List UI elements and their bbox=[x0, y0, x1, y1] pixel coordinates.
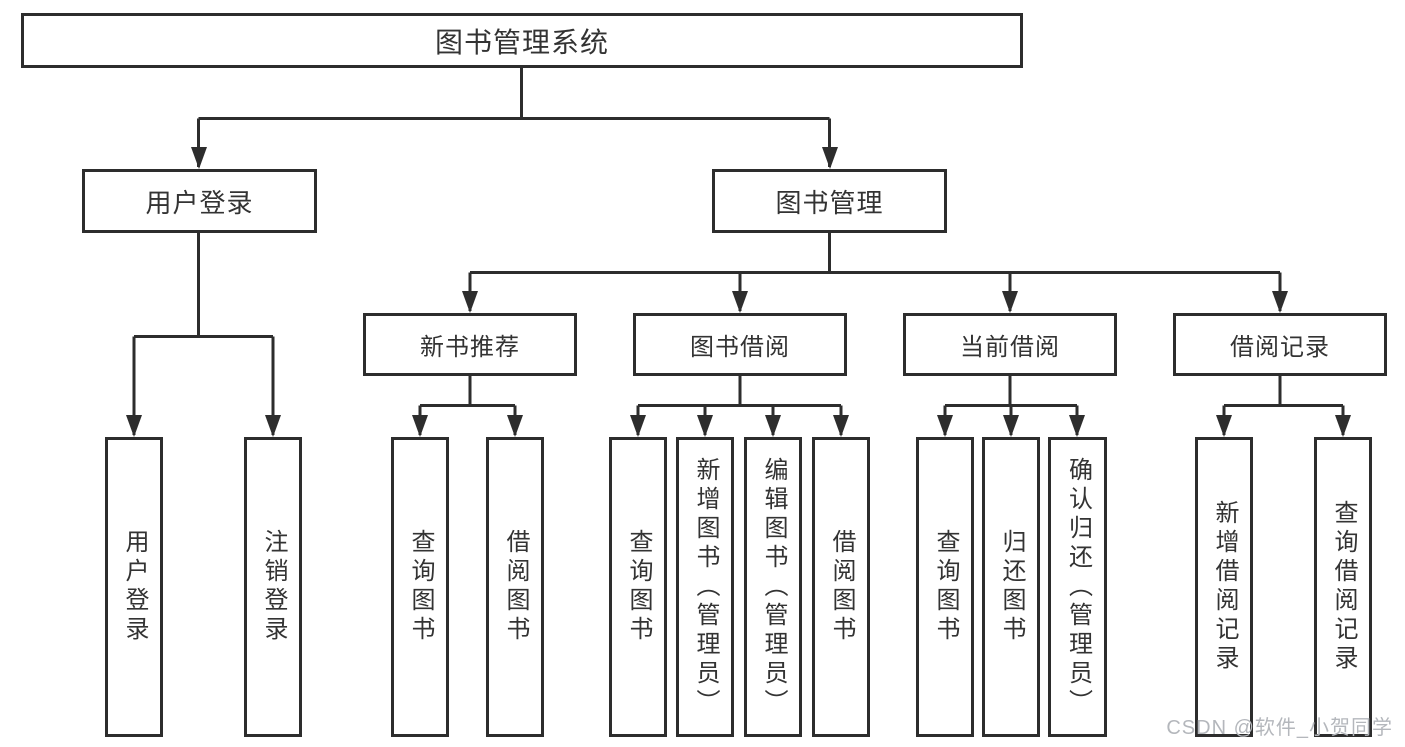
node-user-login: 用户登录 bbox=[82, 169, 317, 233]
connector-line bbox=[636, 376, 843, 435]
node-book-management: 图书管理 bbox=[712, 169, 947, 233]
node-label: 查询图书 bbox=[407, 529, 434, 645]
node-label: 归还图书 bbox=[998, 529, 1025, 645]
leaf-query-books-borrow: 查询图书 bbox=[609, 437, 667, 737]
node-label: 注销登录 bbox=[260, 529, 287, 645]
node-label: 查询图书 bbox=[932, 529, 959, 645]
leaf-confirm-return-admin: 确认归还（管理员） bbox=[1048, 437, 1107, 737]
node-label: 查询借阅记录 bbox=[1330, 500, 1357, 674]
leaf-return-books: 归还图书 bbox=[982, 437, 1040, 737]
arrow-down-icon bbox=[1069, 415, 1085, 437]
node-label: 图书管理 bbox=[775, 187, 884, 218]
node-label: 查询图书 bbox=[625, 529, 652, 645]
arrow-down-icon bbox=[833, 415, 849, 437]
leaf-user-login: 用户登录 bbox=[105, 437, 163, 737]
arrow-down-icon bbox=[765, 415, 781, 437]
leaf-borrow-books-recommend: 借阅图书 bbox=[486, 437, 544, 737]
node-label: 借阅记录 bbox=[1230, 334, 1330, 361]
node-label: 借阅图书 bbox=[502, 529, 529, 645]
node-borrow-records: 借阅记录 bbox=[1173, 313, 1387, 376]
node-new-book-recommend: 新书推荐 bbox=[363, 313, 577, 376]
node-label: 借阅图书 bbox=[828, 529, 855, 645]
leaf-logout: 注销登录 bbox=[244, 437, 302, 737]
arrow-down-icon bbox=[822, 147, 838, 169]
node-label: 图书借阅 bbox=[690, 334, 790, 361]
leaf-query-books-recommend: 查询图书 bbox=[391, 437, 449, 737]
node-label: 编辑图书（管理员） bbox=[760, 456, 787, 718]
node-label: 当前借阅 bbox=[960, 334, 1060, 361]
arrow-down-icon bbox=[265, 415, 281, 437]
arrow-down-icon bbox=[732, 291, 748, 313]
connector-line bbox=[197, 68, 831, 167]
arrow-down-icon bbox=[1335, 415, 1351, 437]
arrow-down-icon bbox=[937, 415, 953, 437]
connector-line bbox=[418, 376, 517, 435]
arrow-down-icon bbox=[126, 415, 142, 437]
node-label: 新增借阅记录 bbox=[1211, 500, 1238, 674]
node-label: 用户登录 bbox=[145, 187, 254, 218]
arrow-down-icon bbox=[697, 415, 713, 437]
arrow-down-icon bbox=[630, 415, 646, 437]
node-label: 用户登录 bbox=[121, 529, 148, 645]
connector-line bbox=[132, 233, 275, 435]
arrow-down-icon bbox=[462, 291, 478, 313]
node-current-borrow: 当前借阅 bbox=[903, 313, 1117, 376]
node-label: 新书推荐 bbox=[420, 334, 520, 361]
connector-line bbox=[1222, 376, 1345, 435]
node-label: 新增图书（管理员） bbox=[692, 456, 719, 718]
node-label: 确认归还（管理员） bbox=[1064, 456, 1092, 718]
arrow-down-icon bbox=[1272, 291, 1288, 313]
node-book-borrow: 图书借阅 bbox=[633, 313, 847, 376]
leaf-query-borrow-record: 查询借阅记录 bbox=[1314, 437, 1372, 737]
arrow-down-icon bbox=[191, 147, 207, 169]
arrow-down-icon bbox=[1003, 415, 1019, 437]
node-label: 图书管理系统 bbox=[434, 26, 609, 58]
arrow-down-icon bbox=[412, 415, 428, 437]
leaf-add-books-admin: 新增图书（管理员） bbox=[676, 437, 734, 737]
leaf-edit-books-admin: 编辑图书（管理员） bbox=[744, 437, 802, 737]
arrow-down-icon bbox=[1216, 415, 1232, 437]
arrow-down-icon bbox=[1002, 291, 1018, 313]
leaf-add-borrow-record: 新增借阅记录 bbox=[1195, 437, 1253, 737]
arrow-down-icon bbox=[507, 415, 523, 437]
node-root: 图书管理系统 bbox=[21, 13, 1023, 68]
leaf-borrow-books: 借阅图书 bbox=[812, 437, 870, 737]
leaf-query-books-current: 查询图书 bbox=[916, 437, 974, 737]
connector-line bbox=[468, 233, 1282, 311]
